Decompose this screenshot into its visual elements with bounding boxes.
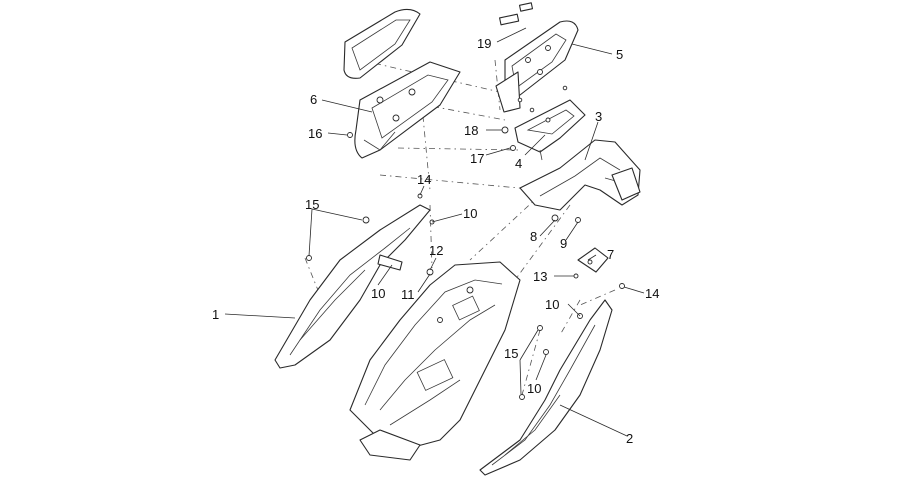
callout-13: 13 [533,269,547,284]
callout-4: 4 [515,156,522,171]
callout-19: 19 [477,36,491,51]
callout-15-left: 15 [305,197,319,212]
part-6-side-panel [343,8,461,159]
callout-3: 3 [595,109,602,124]
callout-17: 17 [470,151,484,166]
callout-5: 5 [616,47,623,62]
callout-14-right: 14 [645,286,659,301]
part-1-left-fairing [274,204,431,369]
callout-14-upper: 14 [417,172,431,187]
callout-10-left: 10 [371,286,385,301]
callout-16: 16 [308,126,322,141]
part-2-right-fairing [479,299,613,476]
central-undertail-tray [349,261,521,461]
callout-labels: 1 2 3 4 5 6 7 8 9 10 10 10 10 11 12 13 1… [212,36,659,446]
callout-1: 1 [212,307,219,322]
part-4-tray [514,99,586,161]
callout-2: 2 [626,431,633,446]
part-5-upper-cover [495,20,579,113]
callout-9: 9 [560,236,567,251]
callout-10-upper: 10 [463,206,477,221]
part-19-tags [499,2,534,26]
callout-8: 8 [530,229,537,244]
callout-7: 7 [607,247,614,262]
callout-10-right-lower: 10 [527,381,541,396]
callout-11: 11 [401,287,415,302]
callout-12: 12 [429,243,443,258]
leader-lines [224,27,645,437]
callout-18: 18 [464,123,478,138]
fasteners [306,85,625,400]
part-3-rear-bracket [519,139,641,211]
callout-6: 6 [310,92,317,107]
callout-10-right-upper: 10 [545,297,559,312]
part-7-plate [577,247,609,273]
callout-15-right: 15 [504,346,518,361]
